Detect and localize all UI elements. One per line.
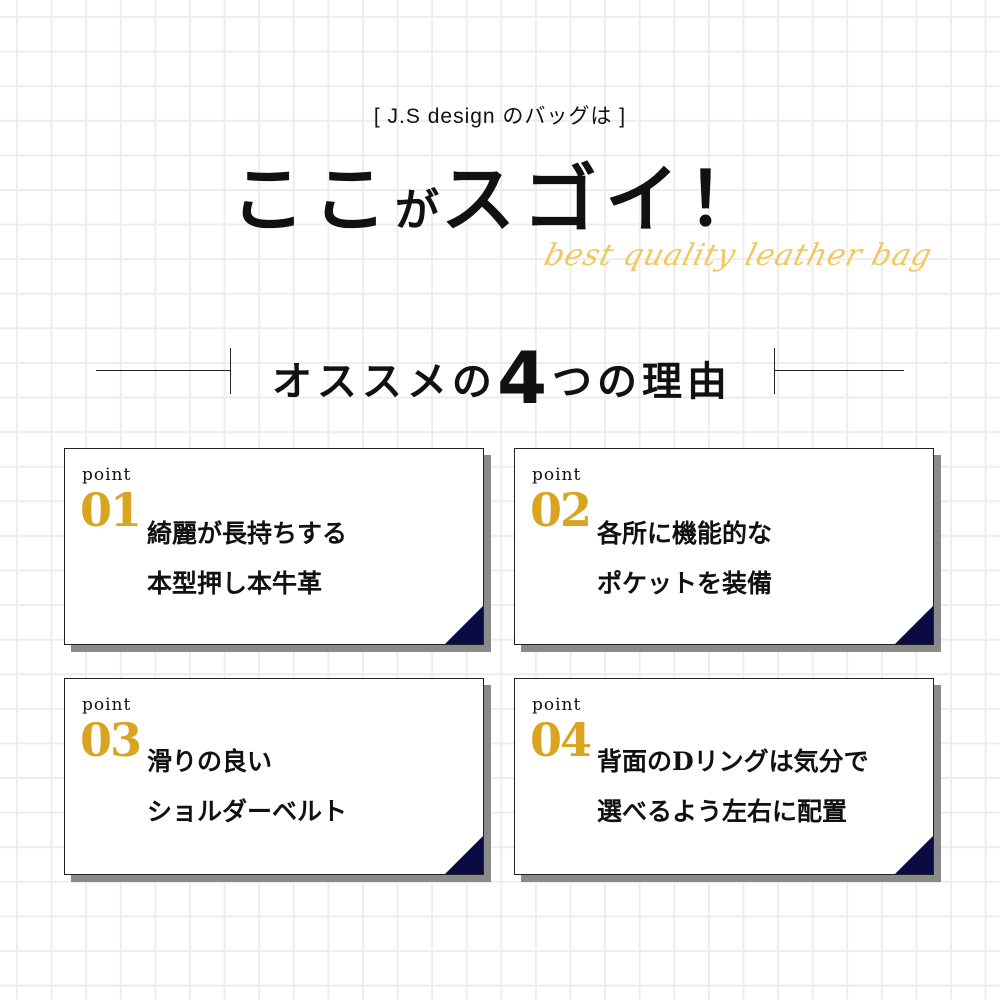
point-label: point — [82, 465, 132, 485]
point-number: 02 — [530, 483, 592, 537]
heading-number: 4 — [496, 336, 553, 420]
heading-part: オススメの — [271, 359, 497, 405]
point-number: 04 — [530, 713, 592, 767]
divider-right — [774, 370, 904, 371]
point-number: 01 — [80, 483, 142, 537]
point-card-2: point 02 各所に機能的な ポケットを装備 — [514, 448, 934, 645]
corner-triangle — [895, 836, 933, 874]
section-heading: オススメの4つの理由 — [230, 336, 774, 420]
point-card-4: point 04 背面のDリングは気分で 選べるよう左右に配置 — [514, 678, 934, 875]
heading-part: つの理由 — [552, 359, 733, 405]
corner-triangle — [445, 836, 483, 874]
corner-triangle — [895, 606, 933, 644]
divider-left-tick — [230, 348, 231, 394]
main-title: ここがスゴイ！ — [0, 140, 1000, 247]
point-label: point — [82, 695, 132, 715]
point-card-1: point 01 綺麗が長持ちする 本型押し本牛革 — [64, 448, 484, 645]
point-text: 綺麗が長持ちする 本型押し本牛革 — [147, 519, 348, 598]
title-particle: が — [395, 185, 441, 236]
point-label: point — [532, 465, 582, 485]
point-text: 滑りの良い ショルダーベルト — [147, 747, 348, 826]
corner-triangle — [445, 606, 483, 644]
point-text: 各所に機能的な ポケットを装備 — [597, 519, 773, 598]
divider-left — [96, 370, 230, 371]
point-text: 背面のDリングは気分で 選べるよう左右に配置 — [597, 747, 869, 826]
point-number: 03 — [80, 713, 142, 767]
title-part: スゴイ！ — [441, 157, 769, 243]
point-label: point — [532, 695, 582, 715]
divider-right-tick — [774, 348, 775, 394]
title-part: ここ — [231, 157, 395, 243]
point-card-3: point 03 滑りの良い ショルダーベルト — [64, 678, 484, 875]
subtitle: [ J.S design のバッグは ] — [373, 105, 627, 128]
script-tagline: best quality leather bag — [540, 238, 937, 273]
